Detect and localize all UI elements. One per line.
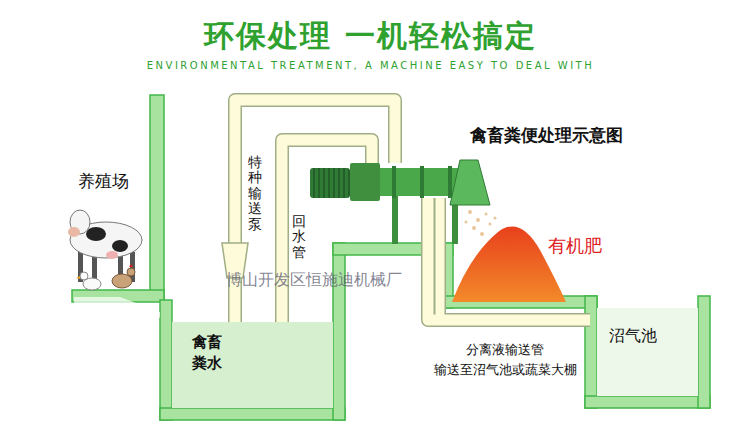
page-title: 环保处理 一机轻松搞定 bbox=[0, 16, 741, 57]
pump-label: 特种输送泵 bbox=[248, 155, 262, 232]
farm-label: 养殖场 bbox=[78, 170, 129, 193]
cow bbox=[68, 210, 142, 282]
node-text: 禽畜 粪水 bbox=[192, 332, 225, 374]
poultry bbox=[76, 264, 135, 290]
watermark: 博山开发区恒施迪机械厂 bbox=[226, 270, 402, 291]
manure-pit: 禽畜 粪水 bbox=[172, 322, 333, 408]
fertilizer-label: 有机肥 bbox=[548, 234, 602, 258]
pipe-label: 分离液输送管 输送至沼气池或蔬菜大棚 bbox=[420, 340, 590, 379]
biogas-tank: 沼气池 bbox=[597, 308, 698, 396]
diagram-heading: 禽畜粪便处理示意图 bbox=[470, 124, 623, 147]
separator-machine bbox=[310, 160, 490, 244]
return-pipe-label: 回水管 bbox=[292, 214, 306, 260]
node-text: 沼气池 bbox=[609, 326, 657, 347]
subtitle: ENVIRONMENTAL TREATMENT, A MACHINE EASY … bbox=[0, 60, 741, 71]
